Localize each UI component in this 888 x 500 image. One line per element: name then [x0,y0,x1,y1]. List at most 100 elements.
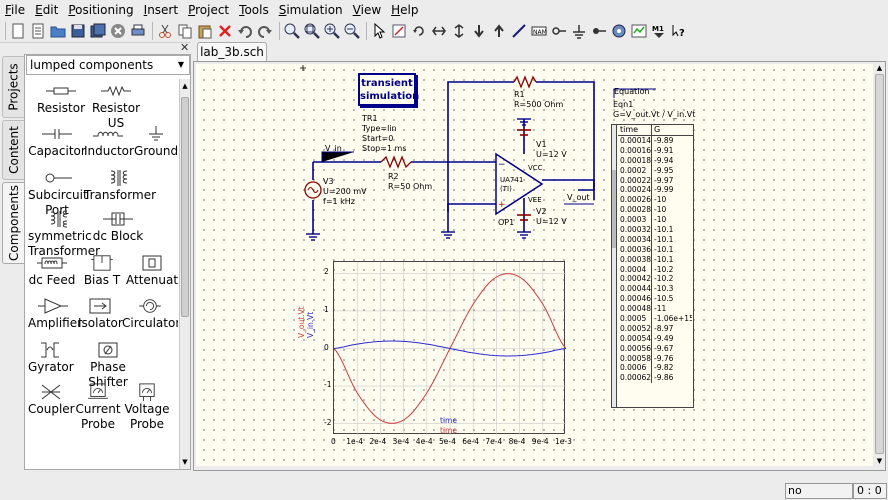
component-ground[interactable]: Ground [134,124,178,159]
scroll-down-icon[interactable]: ▼ [876,457,883,465]
equation-icon[interactable] [590,22,608,40]
dpl-sch-icon[interactable] [630,22,648,40]
scrollbar-thumb[interactable] [181,97,189,317]
component-coupler[interactable]: Coupler [28,382,75,417]
select-icon[interactable] [370,22,388,40]
cell-time: 0.0005 [618,314,652,324]
mirror-x-icon[interactable] [430,22,448,40]
component-subcircuit-port[interactable]: Subcircuit Port [28,168,88,218]
tab-components[interactable]: Components [2,182,24,264]
cut-icon[interactable] [156,22,174,40]
print-icon[interactable] [129,22,147,40]
open-icon[interactable] [49,22,67,40]
component-list-scrollbar[interactable]: ▲ ▼ [179,79,190,469]
save-all-icon[interactable] [89,22,107,40]
new-text-icon[interactable] [29,22,47,40]
component-dc-block[interactable]: dc Block [88,209,148,244]
exit-subcircuit-icon[interactable] [490,22,508,40]
component-attenuator[interactable]: Attenuator [126,253,178,288]
tab-content[interactable]: Content [2,120,24,180]
component-current-probe[interactable]: Current Probe [74,382,122,432]
menu-positioning[interactable]: Positioning [68,3,134,17]
component-inductor[interactable]: Inductor [84,124,134,159]
wire-label-vout[interactable]: V_out [567,193,590,202]
component-circulator[interactable]: Circulator [122,296,178,331]
chevron-down-icon: ▼ [177,60,185,69]
menu-insert[interactable]: Insert [143,3,179,17]
menu-file[interactable]: File [5,3,26,17]
menu-simulation[interactable]: Simulation [278,3,343,17]
paste-icon[interactable] [196,22,214,40]
close-icon[interactable] [109,22,127,40]
cell-g: -10.2 [654,264,674,274]
component-isolator[interactable]: Isolator [78,296,123,331]
cell-g: -9.91 [654,145,674,155]
schematic-canvas[interactable]: − + transient simulation TR1 Type=lin St… [196,64,873,466]
redo-icon[interactable] [256,22,274,40]
port-icon[interactable] [550,22,568,40]
menu-help[interactable]: Help [391,3,419,17]
component-dc-feed[interactable]: dc Feed [28,253,76,288]
component-transformer[interactable]: Transformer [84,168,156,203]
table-row: 0.00046-10.5 [618,294,694,305]
new-icon[interactable] [9,22,27,40]
dock-title-bar[interactable]: ✕ [0,41,191,54]
scrollbar-thumb[interactable] [612,170,616,248]
rotate-icon[interactable] [410,22,428,40]
cartesian-diagram[interactable] [333,261,566,435]
label-icon[interactable]: NAME [530,22,548,40]
wire-label-vin[interactable]: V_in [325,144,342,153]
component-bias-t[interactable]: Bias T [78,253,126,288]
canvas-vertical-scrollbar[interactable]: ▲ ▼ [874,64,885,466]
delete-icon[interactable] [216,22,234,40]
zoom-fit-icon[interactable] [283,22,301,40]
zoom-out-icon[interactable] [343,22,361,40]
save-icon[interactable] [69,22,87,40]
component-symmetric-transformer[interactable]: symmetric Transformer [28,209,100,259]
wire-icon[interactable] [510,22,528,40]
mirror-y-icon[interactable] [450,22,468,40]
table-row: 0.00026-10 [618,195,694,206]
scroll-down-icon[interactable]: ▼ [182,458,188,466]
simulate-icon[interactable] [610,22,628,40]
ground-icon[interactable] [570,22,588,40]
category-select[interactable]: lumped components ▼ [26,55,190,75]
component-amplifier[interactable]: Amplifier [28,296,82,331]
cell-time: 0.00032 [620,225,652,235]
scroll-up-icon[interactable]: ▲ [182,82,188,90]
menu-view[interactable]: View [352,3,382,17]
component-label: Current Probe [75,402,121,431]
main-toolbar: NAME M1? [0,20,888,42]
copy-icon[interactable] [176,22,194,40]
tab-projects[interactable]: Projects [2,56,24,118]
component-resistor-us[interactable]: Resistor US [84,81,148,131]
document-tab[interactable]: lab_3b.sch [197,42,267,62]
simulation-block[interactable]: transient simulation [358,73,419,106]
scroll-up-icon[interactable]: ▲ [876,64,883,72]
document-tab-label: lab_3b.sch [200,45,264,59]
menu-project[interactable]: Project [188,3,230,17]
deactivate-icon[interactable] [390,22,408,40]
zoom-selection-icon[interactable] [303,22,321,40]
toolbar-separator [279,22,280,40]
component-voltage-probe[interactable]: Voltage Probe [122,382,172,432]
component-capacitor[interactable]: Capacitor [28,124,86,159]
sim-stop: Stop=1 ms [362,144,407,153]
status-warnings[interactable]: no warnings [785,483,853,500]
menu-tools[interactable]: Tools [239,3,269,17]
component-resistor[interactable]: Resistor [29,81,93,116]
undo-icon[interactable] [236,22,254,40]
dock-close-icon[interactable]: ✕ [180,41,190,54]
cell-time: 0.00062 [620,373,652,384]
enter-subcircuit-icon[interactable] [470,22,488,40]
menu-edit[interactable]: Edit [35,3,59,17]
component-gyrator[interactable]: Gyrator [28,340,74,375]
marker-icon[interactable]: M1 [650,22,668,40]
whats-this-icon[interactable]: ? [670,22,688,40]
zoom-in-icon[interactable] [323,22,341,40]
table-scrollbar[interactable] [612,125,617,407]
component-phase-shifter[interactable]: Phase Shifter [72,340,144,390]
equation-block[interactable]: Equation [614,87,649,97]
scrollbar-thumb[interactable] [875,74,884,454]
